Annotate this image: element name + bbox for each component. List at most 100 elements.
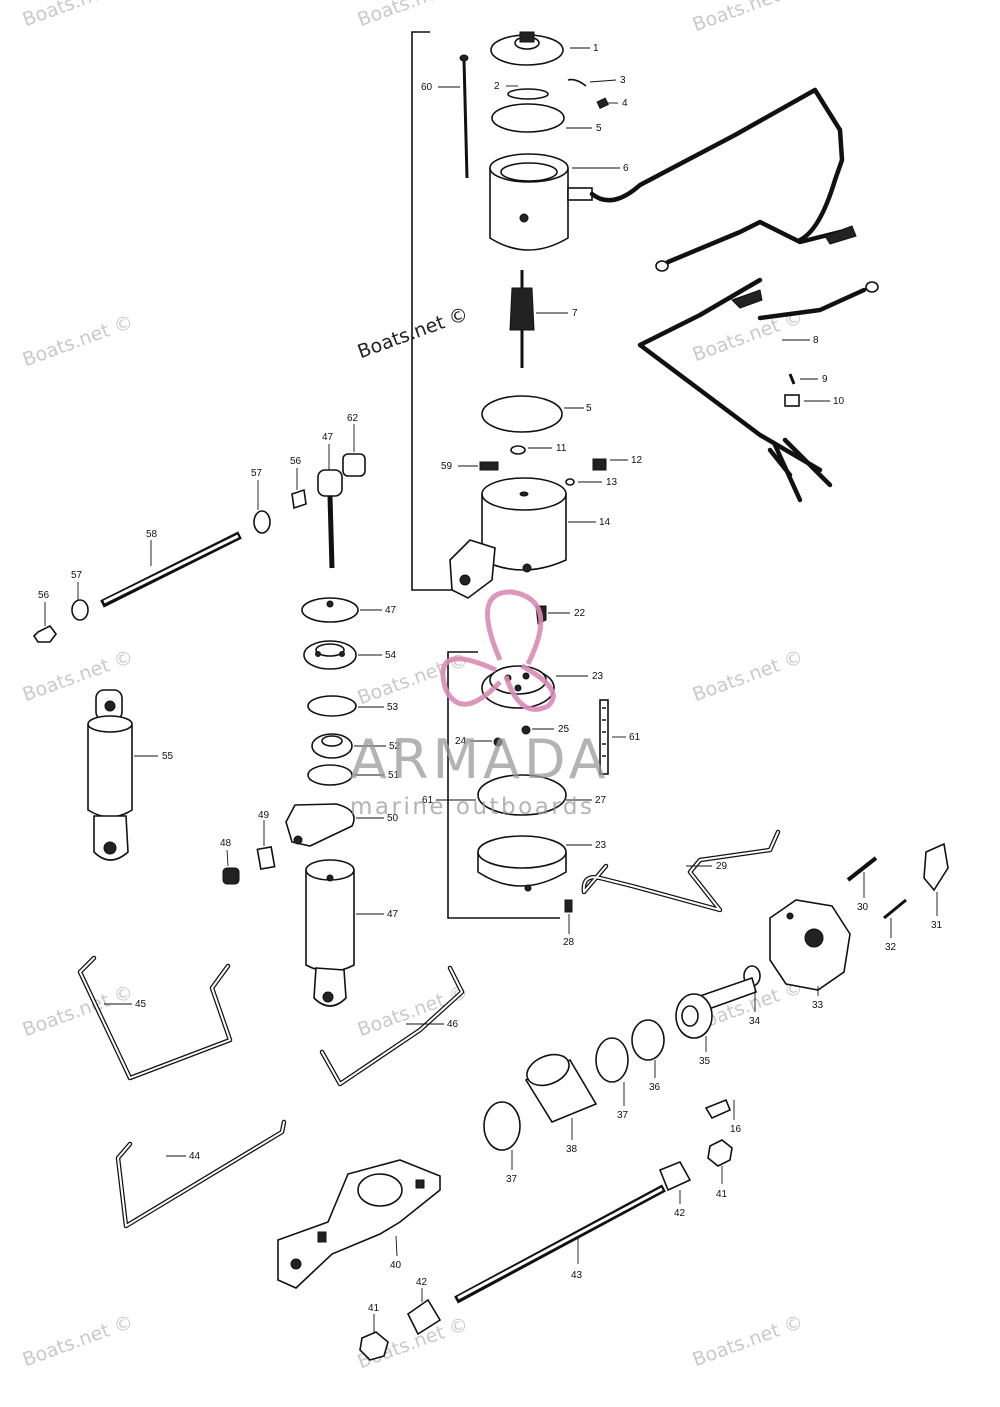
armature [509,270,535,368]
assembly-bracket [447,651,560,919]
screw [564,899,573,913]
screw [596,97,609,109]
part-label: 3 [620,75,626,86]
motor-cap [490,31,564,66]
tilt-cylinder [305,859,355,1007]
part-label: 50 [387,813,399,824]
armada-logo-tagline: marine outboards [350,794,595,820]
pivot-shaft [454,1184,666,1304]
pump-base [449,477,567,599]
part-label: 6 [623,163,629,174]
end-plate [769,899,851,991]
fitting [592,458,607,471]
part-label: 7 [572,308,578,319]
motor-wire [589,87,845,243]
o-ring-large [477,774,567,816]
part-label: 47 [385,605,397,616]
part-label: 57 [71,570,83,581]
o-ring-lower [481,395,563,433]
part-label: 12 [631,455,643,466]
trim-cylinder [87,689,133,861]
part-label: 23 [595,840,607,851]
part-label: 58 [146,529,158,540]
part-label: 33 [812,1000,824,1011]
part-label: 42 [416,1277,428,1288]
part-label: 47 [387,909,399,920]
clip [784,394,800,407]
anchor-pin [317,469,343,569]
part-label: 10 [833,396,845,407]
part-label: 56 [290,456,302,467]
end-cap [303,640,357,670]
hydraulic-line-inner [321,967,463,1085]
part-label: 5 [596,123,602,134]
part-label: 59 [441,461,453,472]
bushing [406,1298,442,1336]
part-label: 44 [189,1151,201,1162]
piston-rod [675,976,757,1039]
part-label: 5 [586,403,592,414]
part-label: 42 [674,1208,686,1219]
bushing [658,1160,692,1192]
part-label: 27 [595,795,607,806]
part-label: 61 [422,795,434,806]
o-ring [307,695,357,717]
o-ring [307,764,353,786]
nut-lower [32,624,57,643]
nut-upper [291,488,307,510]
screw [883,898,907,920]
part-label: 37 [506,1174,518,1185]
hydraulic-line [115,1119,287,1229]
brush-spring [567,78,587,87]
part-label: 62 [347,413,359,424]
bracket [923,842,949,892]
part-label: 25 [558,724,570,735]
hydraulic-line-inner [79,957,231,1079]
o-ring-small [510,445,526,455]
screw [222,867,240,885]
part-label: 38 [566,1144,578,1155]
piston-cap [301,597,359,623]
check-ball [493,737,503,747]
piston [311,733,353,759]
mounting-bracket [277,1159,441,1289]
part-label: 56 [38,590,50,601]
wire-harness [637,219,879,503]
part-label: 32 [885,942,897,953]
wire-gap [679,169,686,174]
part-label: 41 [716,1189,728,1200]
part-label: 31 [931,920,943,931]
part-label: 60 [421,82,433,93]
part-label: 29 [716,861,728,872]
part-label: 2 [494,81,500,92]
part-label: 46 [447,1019,459,1030]
o-ring [631,1019,665,1061]
nut [707,1139,733,1167]
washer-upper [253,510,271,534]
part-label: 22 [574,608,586,619]
screw [846,856,878,882]
motor-housing [489,153,593,251]
bushing [342,453,366,477]
cylinder-cap [285,803,355,847]
through-bolt [459,54,469,179]
part-label: 30 [857,902,869,913]
part-label: 45 [135,999,147,1010]
part-label: 57 [251,468,263,479]
part-label: 48 [220,838,232,849]
nut [359,1331,389,1361]
part-label: 43 [571,1270,583,1281]
plate [256,846,276,870]
bolt [479,461,499,471]
part-label: 24 [455,736,467,747]
washer-lower [71,599,89,621]
part-label: 52 [389,741,401,752]
part-label: 9 [822,374,828,385]
valve-body-lower [477,835,567,892]
part-label: 55 [162,751,174,762]
part-label: 4 [622,98,628,109]
part-label: 54 [385,650,397,661]
part-label: 13 [606,477,618,488]
